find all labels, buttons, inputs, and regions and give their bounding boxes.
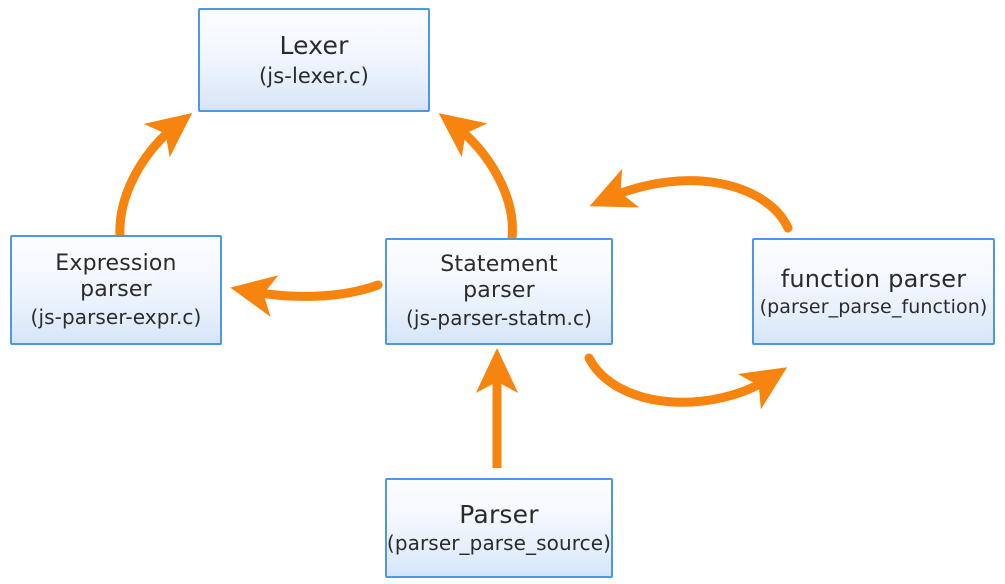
edge-function-to-statement bbox=[589, 168, 793, 233]
node-lexer-subtitle: (js-lexer.c) bbox=[259, 63, 369, 88]
node-expression-parser[interactable]: Expression parser (js-parser-expr.c) bbox=[10, 235, 222, 345]
node-lexer-title: Lexer bbox=[279, 31, 349, 61]
edge-statement-to-function bbox=[584, 353, 788, 410]
edge-statement-to-lexer bbox=[438, 113, 517, 243]
node-expression-parser-title-line2: parser bbox=[80, 276, 152, 302]
node-statement-parser[interactable]: Statement parser (js-parser-statm.c) bbox=[385, 238, 613, 345]
node-lexer[interactable]: Lexer (js-lexer.c) bbox=[198, 8, 430, 112]
node-function-parser-title: function parser bbox=[780, 264, 967, 293]
node-statement-parser-title-line2: parser bbox=[463, 278, 535, 304]
edge-expression-to-lexer bbox=[115, 112, 193, 241]
node-function-parser[interactable]: function parser (parser_parse_function) bbox=[752, 238, 995, 345]
node-expression-parser-subtitle: (js-parser-expr.c) bbox=[30, 304, 202, 329]
node-statement-parser-subtitle: (js-parser-statm.c) bbox=[406, 306, 592, 331]
node-expression-parser-title: Expression bbox=[55, 250, 177, 276]
edge-statement-to-expression bbox=[230, 275, 383, 317]
node-parser-subtitle: (parser_parse_source) bbox=[386, 531, 612, 556]
node-parser-title: Parser bbox=[459, 499, 539, 529]
node-parser[interactable]: Parser (parser_parse_source) bbox=[385, 478, 613, 578]
node-statement-parser-title: Statement bbox=[440, 252, 558, 278]
node-function-parser-subtitle: (parser_parse_function) bbox=[759, 295, 988, 318]
